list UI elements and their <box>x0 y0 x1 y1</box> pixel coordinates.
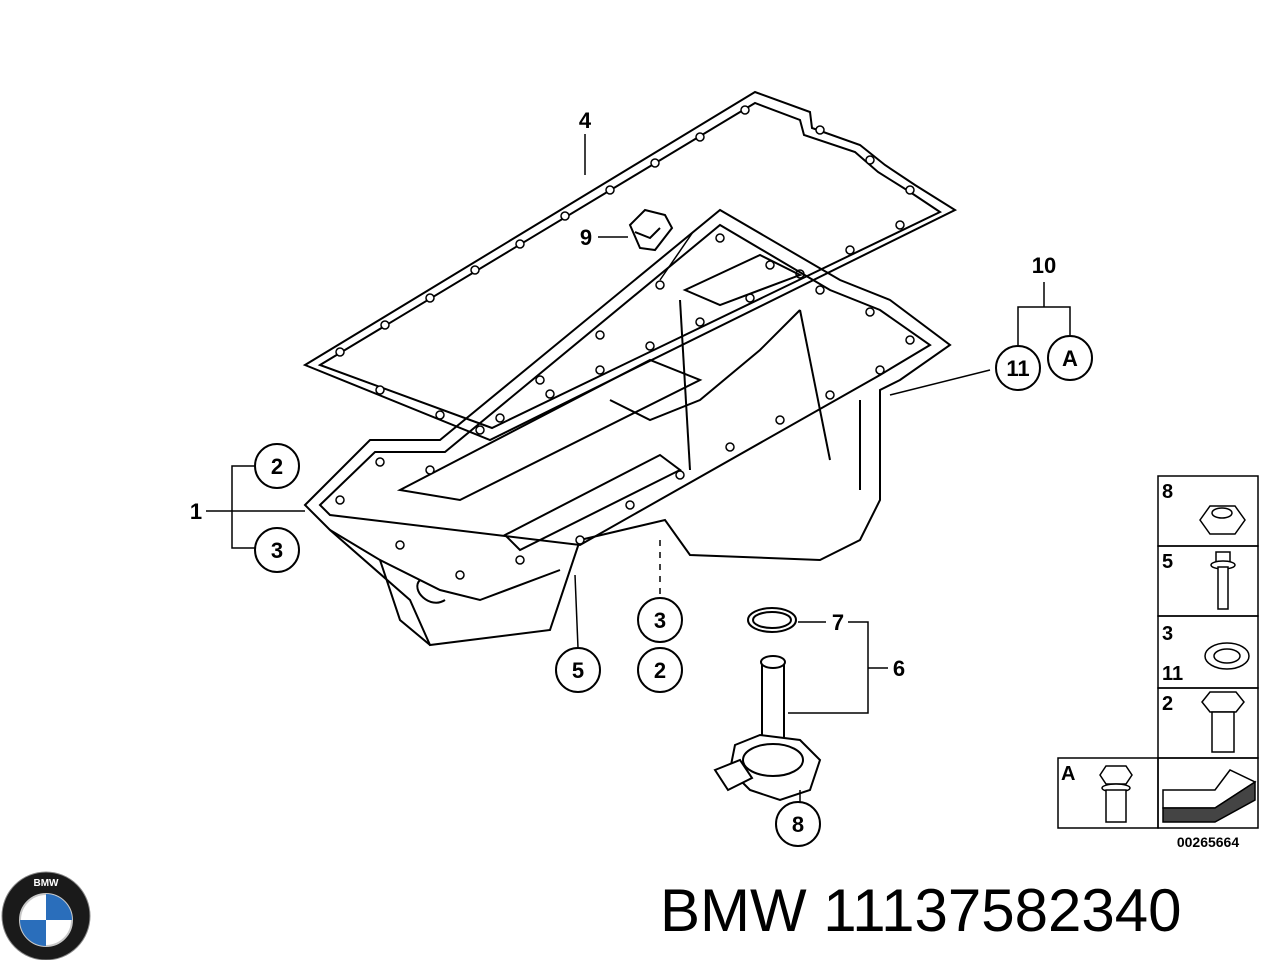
callout-10: 10 <box>1032 253 1056 278</box>
legend-label-8: 8 <box>1162 481 1173 503</box>
callout-6: 6 <box>893 656 905 681</box>
callout-1: 1 <box>190 499 202 524</box>
callout-A: A <box>1062 346 1078 371</box>
drain-plug-icon <box>1201 691 1245 753</box>
callout-8: 8 <box>792 812 804 837</box>
callout-circles <box>254 335 1093 847</box>
part-number-title: BMW 11137582340 <box>660 877 1182 944</box>
callout-3-left: 3 <box>271 538 283 563</box>
callout-labels: 4 9 10 11 A 1 2 3 3 2 5 7 6 8 <box>190 108 1078 837</box>
flange-bolt-icon <box>1210 551 1236 610</box>
gasket-drawing <box>302 90 958 442</box>
callout-2-mid: 2 <box>654 658 666 683</box>
legend-label-3: 3 <box>1162 623 1173 645</box>
arrow-icon <box>1162 769 1257 823</box>
legend-label-A: A <box>1061 763 1075 785</box>
callout-4: 4 <box>579 108 592 133</box>
callout-11: 11 <box>1006 356 1029 381</box>
oil-pan-drawing <box>303 208 952 647</box>
bmw-logo: BMW <box>1 871 91 960</box>
legend-label-2: 2 <box>1162 693 1173 715</box>
fastener-legend: 8 5 3 11 2 A 00265664 <box>1057 475 1259 850</box>
oil-level-sensor-drawing <box>713 607 822 802</box>
nut-icon <box>1199 505 1246 535</box>
legend-label-11: 11 <box>1162 663 1183 685</box>
callout-7: 7 <box>832 610 844 635</box>
washer-icon <box>1204 642 1250 670</box>
logo-letters: BMW <box>34 878 60 889</box>
callout-2-left: 2 <box>271 454 283 479</box>
legend-label-5: 5 <box>1162 551 1173 573</box>
part-9-drawing <box>628 208 674 252</box>
leader-lines <box>206 134 1071 808</box>
callout-3-mid: 3 <box>654 608 666 633</box>
drawing-code: 00265664 <box>1177 834 1240 850</box>
callout-9: 9 <box>580 225 592 250</box>
callout-5: 5 <box>572 658 584 683</box>
bolt-a-icon <box>1099 765 1133 823</box>
